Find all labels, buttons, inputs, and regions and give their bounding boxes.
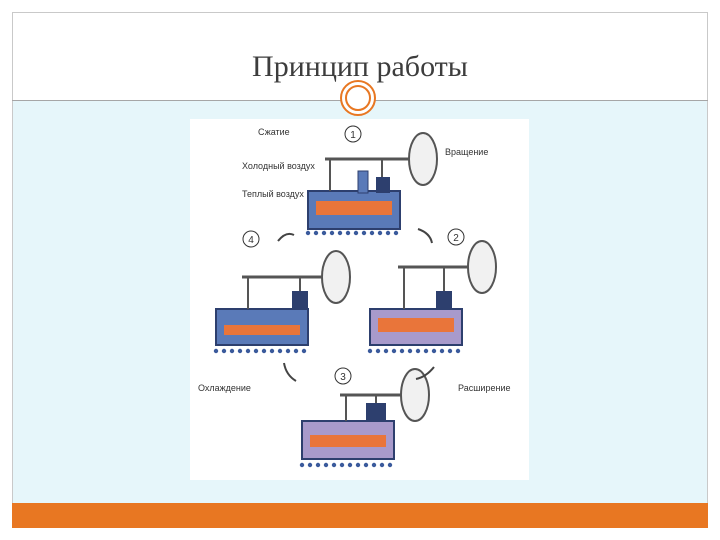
cycle-arrow-icon bbox=[415, 366, 435, 380]
label-warm-air: Теплый воздух bbox=[242, 189, 304, 199]
step-2-marker: 2 bbox=[447, 228, 465, 246]
label-expansion: Расширение bbox=[458, 383, 510, 393]
step-3-marker: 3 bbox=[334, 367, 352, 385]
label-cold-air: Холодный воздух bbox=[242, 161, 315, 171]
svg-text:2: 2 bbox=[453, 233, 459, 244]
stirling-engine-diagram: 1 2 3 4 Сжатие Холодный воздух Теплый во… bbox=[190, 119, 529, 480]
slide-title: Принцип работы bbox=[252, 50, 468, 83]
cycle-arrow-icon bbox=[283, 362, 297, 382]
title-area: Принцип работы bbox=[12, 12, 708, 100]
step-4-marker: 4 bbox=[242, 230, 260, 248]
svg-text:4: 4 bbox=[248, 235, 254, 246]
circle-ornament-icon bbox=[340, 80, 376, 116]
stage-2-engine bbox=[367, 240, 497, 354]
stage-4-engine bbox=[213, 250, 351, 354]
stage-1-engine bbox=[305, 132, 438, 236]
footer-accent-bar bbox=[12, 503, 708, 528]
cycle-arrow-icon bbox=[277, 232, 295, 242]
step-1-marker: 1 bbox=[344, 125, 362, 143]
label-compression: Сжатие bbox=[258, 127, 290, 137]
stage-3-engine bbox=[299, 368, 430, 468]
label-cooling: Охлаждение bbox=[198, 383, 251, 393]
svg-text:1: 1 bbox=[350, 130, 356, 141]
svg-text:3: 3 bbox=[340, 372, 346, 383]
label-rotation: Вращение bbox=[445, 147, 488, 157]
cycle-arrow-icon bbox=[417, 228, 433, 244]
